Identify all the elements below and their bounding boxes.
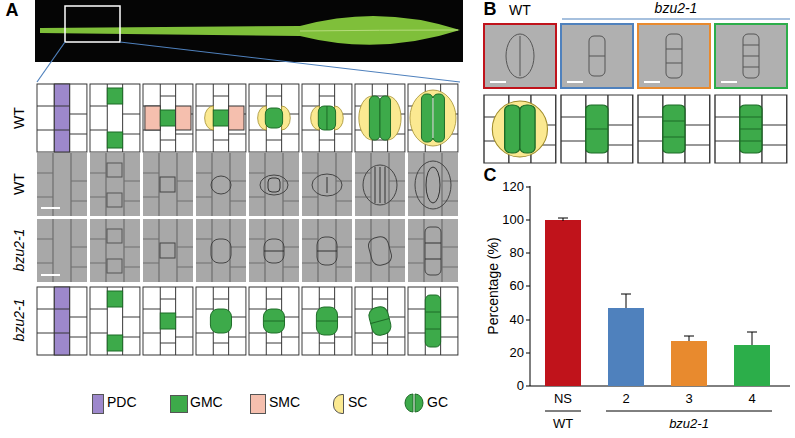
tick-label: 100 [502,213,524,227]
legend-swatch [170,395,188,413]
row-label: WT [12,173,27,195]
group-label: bzu2-1 [669,417,709,431]
category-label: 4 [748,392,755,406]
legend-label: SMC [269,395,300,410]
legend-label: SC [348,395,367,410]
group-label: WT [553,417,573,431]
category-label: NS [554,392,572,406]
tick-label: 40 [510,313,524,327]
tick-label: 80 [510,246,524,260]
panel-letter: B [484,0,497,20]
legend-swatch [333,394,344,414]
panel-letter: C [484,166,497,186]
group-label: WT [509,3,531,18]
tick-label: 120 [502,180,524,194]
tick-label: 60 [510,279,524,293]
row-label: bzu2-1 [12,299,27,342]
group-label: bzu2-1 [655,1,698,16]
axis-title: Percentage (%) [486,237,501,334]
tick-label: 0 [517,379,524,393]
category-label: 3 [685,392,692,406]
legend-swatch [92,394,104,414]
legend-label: GC [427,395,448,410]
legend-label: PDC [107,395,137,410]
row-label: bzu2-1 [12,229,27,272]
legend-label: GMC [190,395,223,410]
tick-label: 20 [510,346,524,360]
category-label: 2 [622,392,629,406]
row-label: WT [12,107,27,129]
panel-letter: A [6,1,19,21]
legend-swatch [250,394,266,414]
